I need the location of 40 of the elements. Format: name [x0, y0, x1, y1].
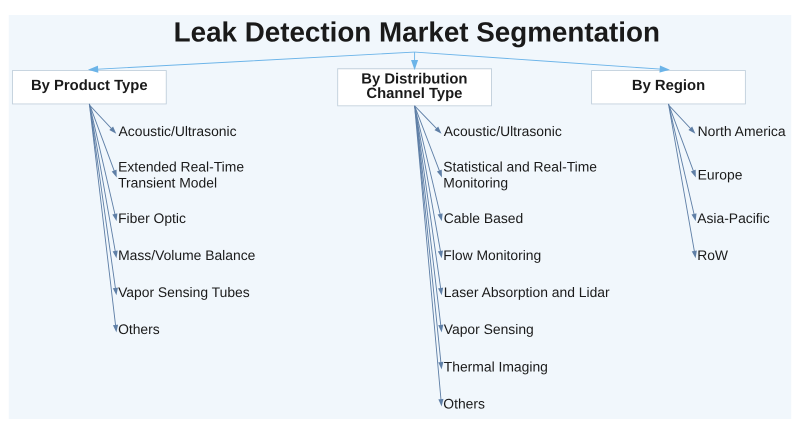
arrow — [88, 104, 118, 296]
node-text: North America — [698, 122, 786, 139]
arrow — [88, 104, 116, 134]
node-box: By Product Type — [12, 70, 167, 104]
node-text: Others — [443, 395, 485, 412]
node-text: Fiber Optic — [118, 210, 186, 226]
node-text: RoW — [697, 247, 728, 264]
arrow — [88, 104, 118, 332]
node-box: By Distribution Channel Type — [337, 68, 492, 106]
node-text: Extended Real-Time Transient Model — [118, 158, 244, 190]
node-text: Flow Monitoring — [443, 247, 542, 264]
arrow — [414, 105, 442, 134]
arrow — [88, 104, 118, 258]
node-box: By Region — [591, 70, 746, 104]
node-text: Others — [118, 321, 160, 338]
arrow — [668, 104, 696, 178]
node-text: Acoustic/Ultrasonic — [444, 122, 562, 139]
node-text: Cable Based — [444, 210, 524, 226]
arrow — [668, 104, 697, 222]
arrow — [88, 104, 118, 222]
arrow — [414, 105, 443, 222]
arrow — [88, 52, 416, 73]
arrow — [414, 105, 443, 258]
node-text: Statistical and Real-Time Monitoring — [443, 158, 598, 190]
node-text: Laser Absorption and Lidar — [444, 284, 610, 300]
arrow — [668, 104, 696, 134]
arrow — [668, 104, 697, 258]
node-text: Mass/Volume Balance — [118, 247, 256, 264]
arrow — [414, 105, 442, 178]
arrow — [414, 52, 670, 73]
node-text: Vapor Sensing Tubes — [118, 284, 250, 300]
node-text: Leak Detection Market Segmentation — [174, 16, 660, 48]
node-text: Acoustic/Ultrasonic — [118, 122, 237, 139]
node-text: Asia-Pacific — [697, 210, 770, 226]
arrow — [411, 52, 418, 70]
node-text: Vapor Sensing — [444, 321, 534, 338]
node-text: Thermal Imaging — [444, 358, 548, 374]
arrow — [88, 104, 117, 178]
arrow — [414, 105, 444, 296]
node-text: Europe — [698, 166, 742, 182]
